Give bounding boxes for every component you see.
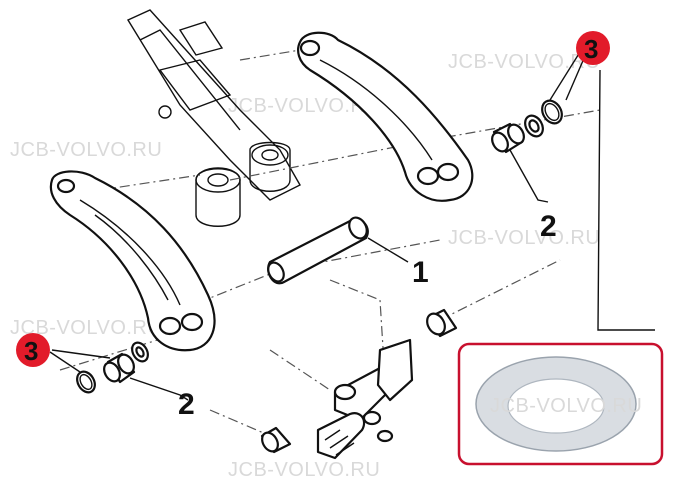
lower-bracket: [316, 338, 414, 460]
right-bushing-assembly: [491, 99, 563, 154]
machine-frame: [126, 9, 301, 227]
watermark-detail: JCB-VOLVO.RU: [490, 395, 642, 417]
watermark-1: JCB-VOLVO.RU: [448, 51, 600, 73]
lower-link-arm: [49, 170, 216, 352]
watermark-2: JCB-VOLVO.RU: [228, 95, 380, 117]
watermark-3: JCB-VOLVO.RU: [10, 139, 162, 161]
badge-washer-left: 3: [16, 333, 50, 367]
badge-circle: [16, 333, 50, 367]
badge-washer-right: 3: [576, 31, 610, 65]
lower-bushings: [260, 308, 458, 454]
callout-washer-left: 3: [24, 336, 38, 366]
callout-washer-right: 3: [584, 34, 598, 64]
watermarks: JCB-VOLVO.RU JCB-VOLVO.RU JCB-VOLVO.RU J…: [10, 51, 600, 481]
callout-pin: 1: [412, 256, 429, 289]
watermark-5: JCB-VOLVO.RU: [10, 317, 162, 339]
watermark-6: JCB-VOLVO.RU: [228, 459, 380, 481]
callout-bushing-right: 2: [540, 210, 557, 243]
left-bushing-assembly: [76, 341, 149, 394]
pivot-pin: [267, 216, 369, 285]
leader-lines: [49, 51, 655, 401]
upper-link-arm: [297, 31, 474, 202]
washer-hole: [507, 378, 605, 434]
washer-detail-panel: JCB-VOLVO.RU: [457, 342, 664, 466]
watermark-4: JCB-VOLVO.RU: [448, 227, 600, 249]
badge-circle: [576, 31, 610, 65]
callout-bushing-left: 2: [178, 388, 195, 421]
